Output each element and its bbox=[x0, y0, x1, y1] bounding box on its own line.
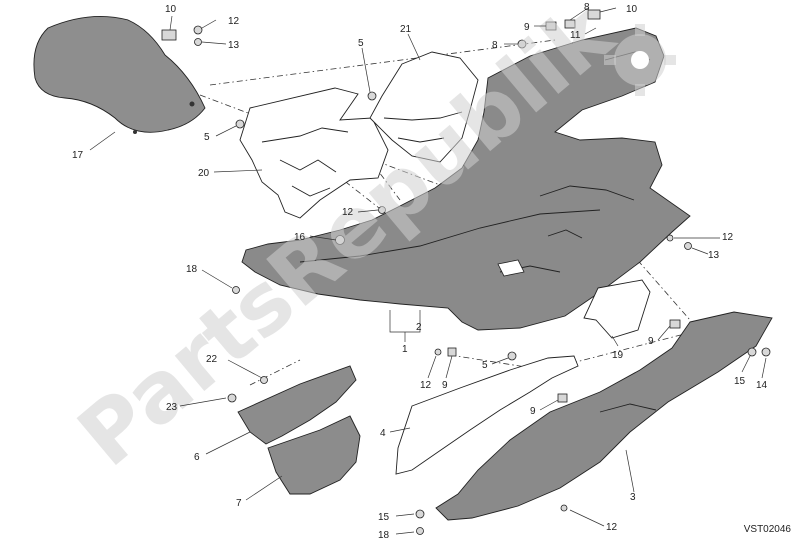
callout-5: 5 bbox=[482, 360, 488, 371]
callout-12: 12 bbox=[228, 16, 240, 27]
callout-23: 23 bbox=[166, 402, 178, 413]
screw-14 bbox=[761, 347, 771, 357]
part-20-inner-fairing bbox=[239, 87, 389, 219]
callout-9: 9 bbox=[648, 336, 654, 347]
callout-6: 6 bbox=[194, 452, 200, 463]
clip-9-low bbox=[447, 347, 457, 357]
part-4-plate bbox=[395, 355, 579, 475]
callout-2: 2 bbox=[416, 322, 422, 333]
part-3-lower-fairing bbox=[435, 311, 773, 521]
callout-10: 10 bbox=[165, 4, 177, 15]
callout-1: 1 bbox=[402, 344, 408, 355]
callout-12: 12 bbox=[722, 232, 734, 243]
callout-7: 7 bbox=[236, 498, 242, 509]
callout-17: 17 bbox=[72, 150, 84, 161]
callout-14: 14 bbox=[756, 380, 768, 391]
grommet-15-right bbox=[747, 347, 757, 357]
callout-5: 5 bbox=[358, 38, 364, 49]
callout-12: 12 bbox=[420, 380, 432, 391]
callout-9: 9 bbox=[442, 380, 448, 391]
screw-18-left bbox=[232, 286, 240, 294]
grommet-13-top bbox=[194, 38, 202, 46]
gear-icon bbox=[604, 24, 676, 96]
document-code: VST02046 bbox=[743, 524, 791, 535]
screw-12-bottom bbox=[560, 504, 568, 512]
screw-22 bbox=[260, 376, 268, 384]
callout-22: 22 bbox=[206, 354, 218, 365]
callout-16: 16 bbox=[294, 232, 306, 243]
part-6-panel bbox=[237, 365, 357, 445]
part-7-panel bbox=[267, 415, 361, 495]
callout-5: 5 bbox=[204, 132, 210, 143]
callout-18: 18 bbox=[186, 264, 198, 275]
callout-8: 8 bbox=[492, 40, 498, 51]
callout-11: 11 bbox=[570, 30, 581, 41]
screw-12-low bbox=[434, 348, 442, 356]
callout-10: 10 bbox=[626, 4, 638, 15]
nut-5-top bbox=[367, 91, 377, 101]
screw-18-bottom bbox=[416, 527, 424, 535]
washer-23 bbox=[227, 393, 237, 403]
callout-3: 3 bbox=[630, 492, 636, 503]
callout-21: 21 bbox=[400, 24, 412, 35]
callout-13: 13 bbox=[708, 250, 720, 261]
part-2-main-fairing bbox=[241, 27, 691, 331]
part-19-bracket bbox=[583, 279, 651, 339]
callout-15: 15 bbox=[734, 376, 746, 387]
callout-8: 8 bbox=[584, 2, 590, 13]
callout-4: 4 bbox=[380, 428, 386, 439]
callout-19: 19 bbox=[612, 350, 624, 361]
callout-13: 13 bbox=[228, 40, 240, 51]
nut-5-low bbox=[507, 351, 517, 361]
callout-12: 12 bbox=[342, 207, 354, 218]
grommet-15-bottom bbox=[415, 509, 425, 519]
callout-18: 18 bbox=[378, 530, 390, 541]
clip-10-right bbox=[587, 9, 601, 20]
callout-12: 12 bbox=[606, 522, 618, 533]
screw-12-mid bbox=[378, 206, 386, 214]
callout-15: 15 bbox=[378, 512, 390, 523]
grommet-13-right bbox=[684, 242, 692, 250]
callout-9: 9 bbox=[530, 406, 536, 417]
part-21-upper-fairing bbox=[369, 51, 479, 163]
callout-20: 20 bbox=[198, 168, 210, 179]
clip-10-left bbox=[161, 29, 177, 41]
nut-5-left bbox=[235, 119, 245, 129]
part-17-side-panel bbox=[33, 16, 206, 134]
leader-lines bbox=[89, 7, 767, 535]
screw-12-top bbox=[193, 25, 203, 35]
hardware-fasteners bbox=[161, 9, 771, 535]
clip-9-plate bbox=[557, 393, 568, 403]
screw-12-right bbox=[666, 234, 674, 242]
clip-9-right bbox=[669, 319, 681, 329]
callout-9: 9 bbox=[524, 22, 530, 33]
callouts: 10 12 13 17 5 5 21 20 9 8 8 10 11 12 16 … bbox=[72, 2, 768, 541]
